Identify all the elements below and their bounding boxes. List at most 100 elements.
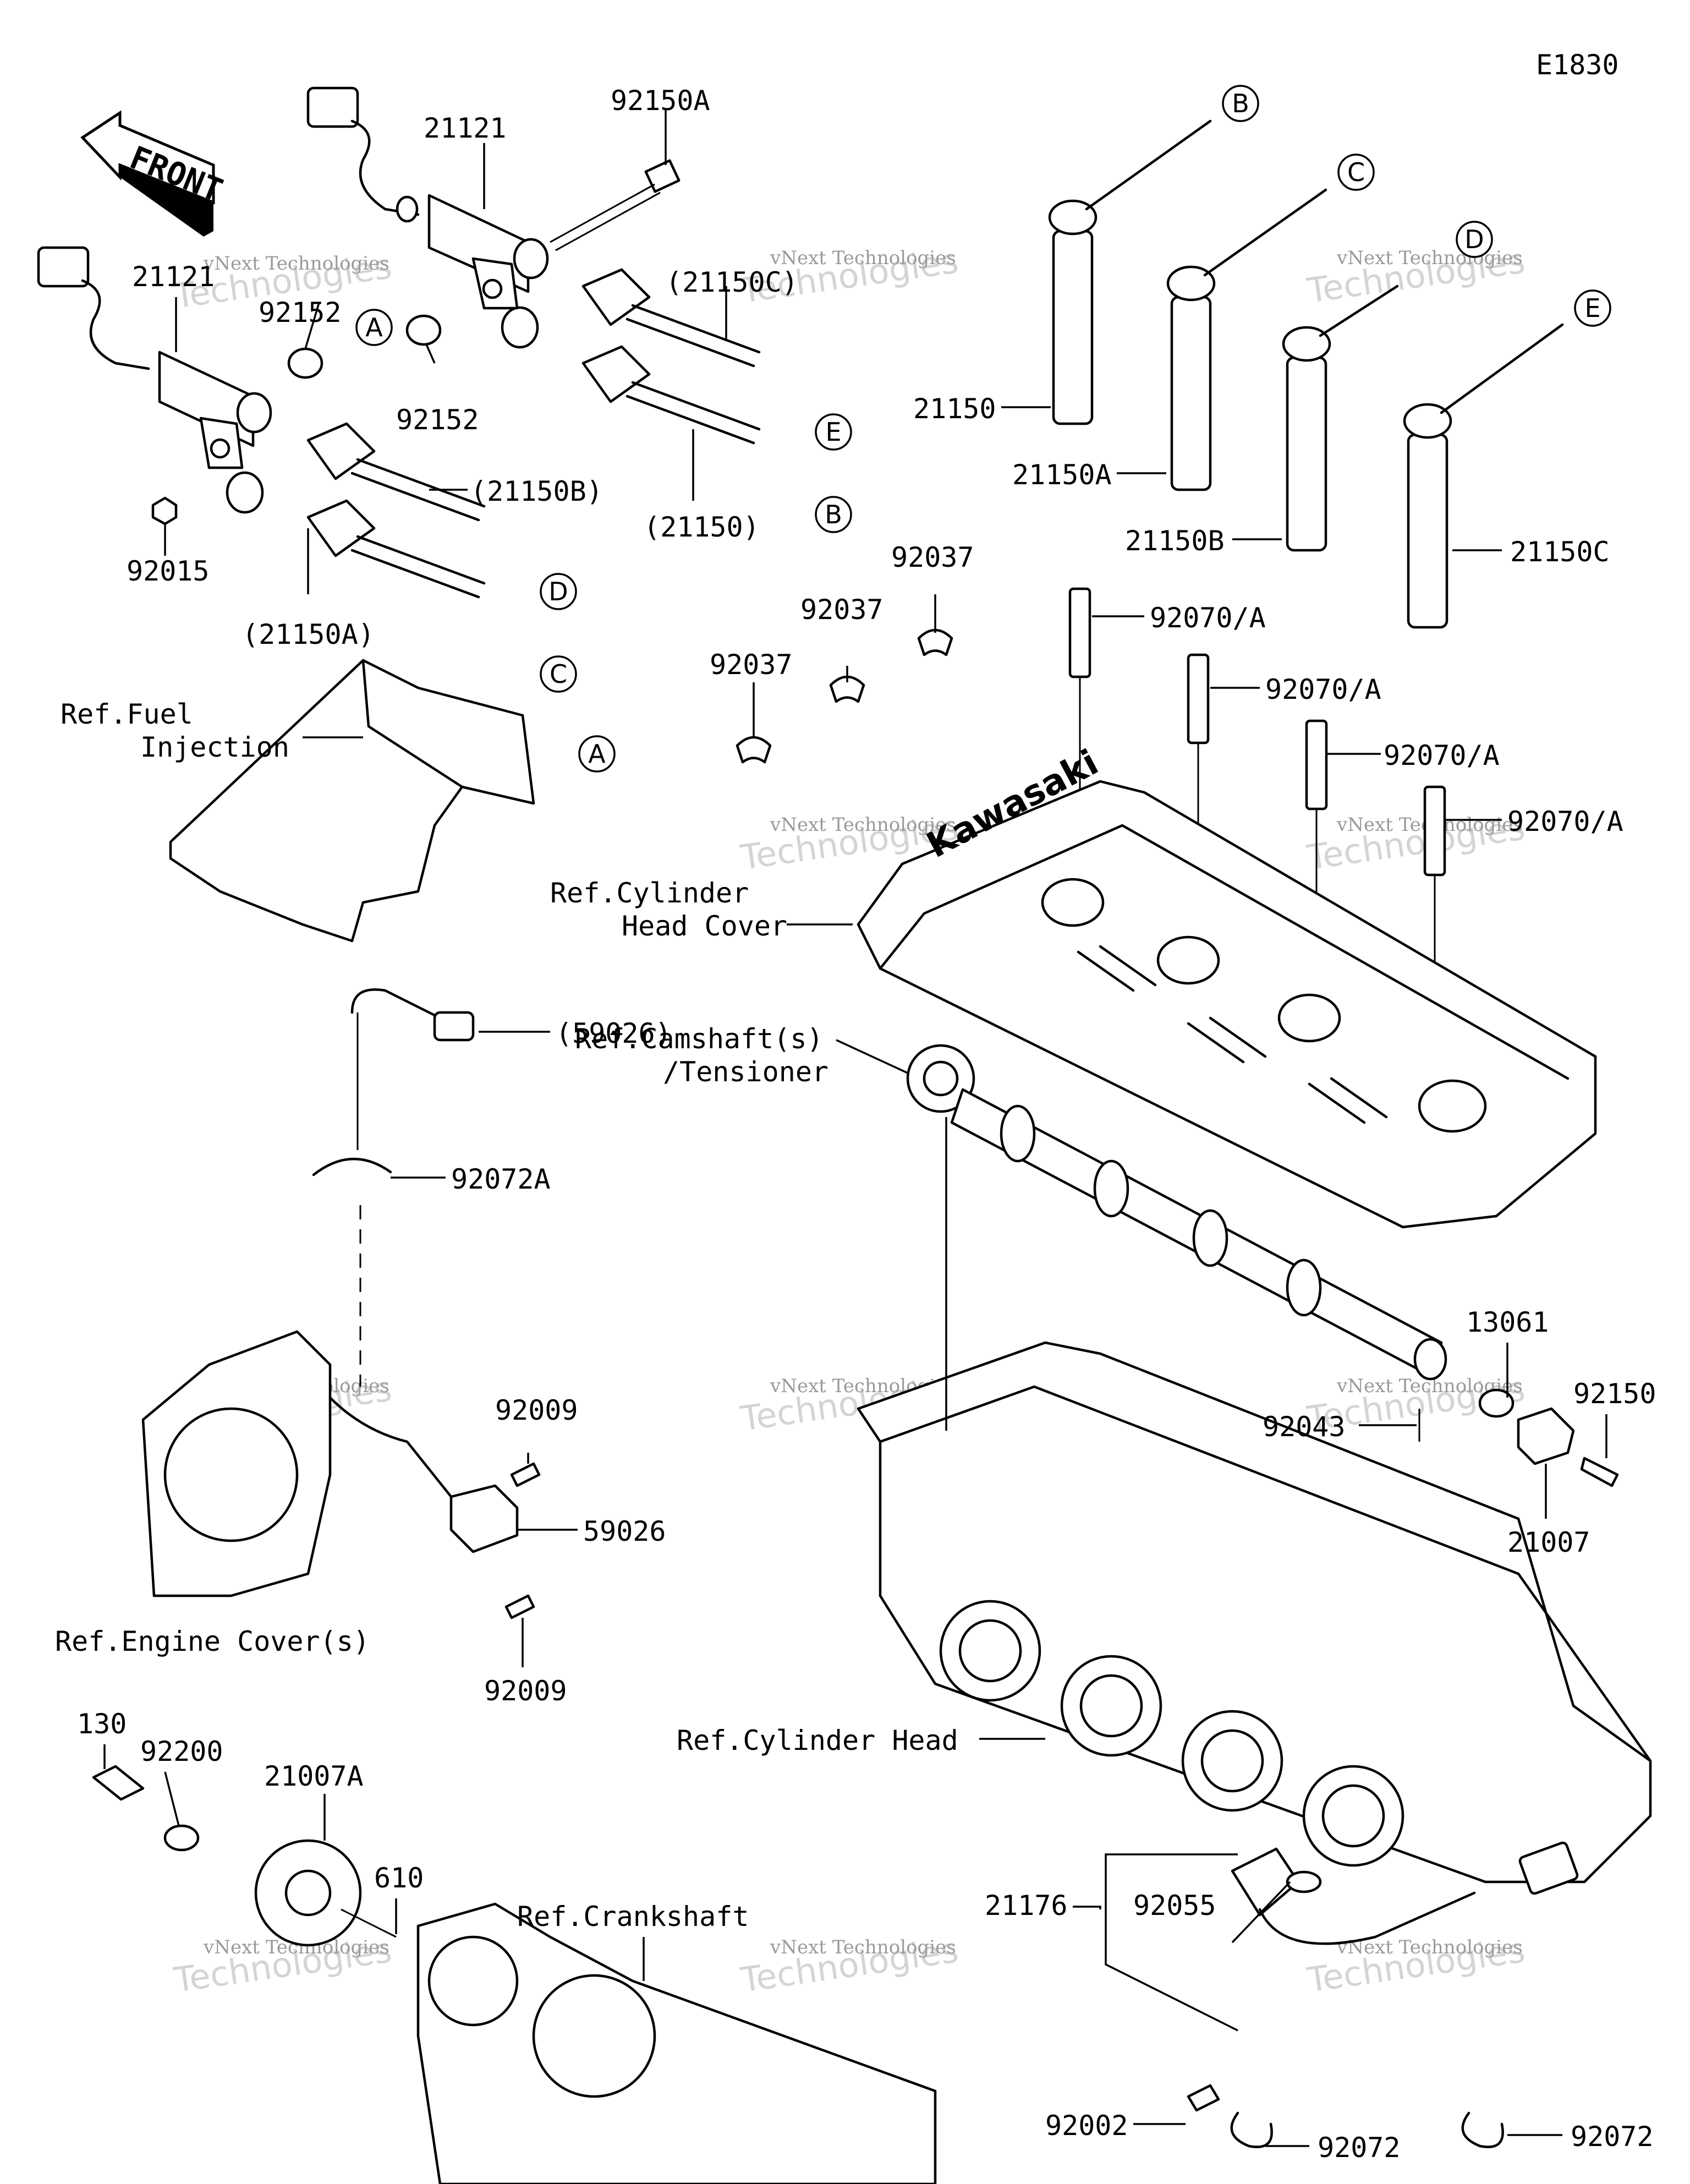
reference-labels: Ref.Fuel Injection Ref.Cylinder Head Cov…: [55, 698, 958, 1933]
plug-cap-21150b: [1282, 284, 1399, 552]
part-label-610: 610: [374, 1862, 424, 1894]
part-label-92200: 92200: [140, 1736, 223, 1767]
washer-92200: [163, 1824, 200, 1852]
part-label-21150b: 21150B: [1125, 525, 1225, 557]
part-label-92152: 92152: [396, 404, 479, 436]
sensor-21176: [1187, 1841, 1579, 2148]
callout-a: A: [355, 309, 393, 346]
svg-text:A: A: [588, 739, 606, 769]
plug-caps-upper: [581, 268, 761, 445]
ignition-coil-left: [37, 246, 272, 526]
crankshaft: [416, 1902, 937, 2184]
ignition-coil-upper: [306, 86, 549, 349]
engine-cover: [141, 1330, 332, 1597]
camshaft: [906, 1044, 1447, 1381]
plug-caps-left: [306, 422, 486, 599]
plug-cap-21150a: [1166, 188, 1327, 491]
clamp-92072: [1230, 2111, 1273, 2148]
part-label-92009: 92009: [484, 1675, 567, 1707]
cap-21007: [1517, 1407, 1575, 1465]
part-label-92072: 92072: [1571, 2121, 1654, 2153]
part-label-92037: 92037: [710, 649, 793, 681]
callout-c: C: [1337, 154, 1375, 191]
plug-cap-21150c: [1403, 323, 1564, 629]
front-arrow-icon: FRONT: [80, 110, 228, 237]
part-label-130: 130: [77, 1708, 127, 1740]
part-label-92009: 92009: [495, 1394, 578, 1426]
bolt-92150a: [550, 159, 681, 251]
svg-text:D: D: [548, 577, 568, 606]
part-label-21150a: 21150A: [1012, 459, 1112, 491]
svg-text:B: B: [1232, 89, 1249, 118]
callout-d: D: [1456, 221, 1493, 258]
bolt-92002: [1187, 2084, 1220, 2112]
callout-b: B: [1222, 85, 1259, 122]
watermark-small: vNext Technologies: [770, 814, 956, 836]
clamp-92072: [1461, 2111, 1504, 2148]
svg-text:A: A: [365, 313, 383, 342]
ref-camshaft: Ref.Camshaft(s): [575, 1023, 824, 1055]
part-label-21150b-paren: (21150B): [470, 475, 603, 507]
part-label-21007: 21007: [1507, 1526, 1590, 1558]
plug-cap-21150: [1048, 119, 1212, 425]
part-label-92072: 92072: [1318, 2132, 1401, 2164]
ref-camshaft: /Tensioner: [663, 1056, 828, 1088]
bolt-130: [92, 1765, 145, 1801]
watermark-small: vNext Technologies: [770, 247, 956, 269]
part-label-92070a: 92070/A: [1384, 740, 1500, 771]
part-label-21150c: 21150C: [1510, 536, 1610, 568]
pin-610: [341, 1908, 397, 1938]
part-label-21176: 21176: [985, 1890, 1068, 1922]
part-label-59026: 59026: [583, 1515, 666, 1547]
part-label-92015: 92015: [127, 555, 210, 587]
part-label-21121: 21121: [132, 261, 215, 293]
watermark-small: vNext Technologies: [770, 1936, 956, 1958]
engine-cover-ring: [163, 1407, 299, 1542]
watermark-small: vNext Technologies: [1336, 247, 1523, 269]
part-label-21150-paren: (21150): [644, 511, 760, 543]
o-ring-92055: [1286, 1870, 1322, 1893]
clip-92037: [736, 736, 772, 764]
nut-92015: [151, 496, 178, 526]
part-label-92055: 92055: [1133, 1890, 1216, 1922]
part-label-92152: 92152: [259, 297, 342, 329]
ref-cylinder-head-cover: Ref.Cylinder: [550, 877, 749, 909]
bolt-92009: [504, 1594, 535, 1619]
clip-92037: [917, 628, 953, 656]
part-label-92037: 92037: [891, 541, 974, 573]
pickup-cable: [312, 988, 475, 1387]
svg-text:E: E: [1584, 293, 1600, 323]
svg-text:E: E: [825, 417, 841, 447]
rotor-13061: [1478, 1388, 1515, 1418]
callout-e: E: [1574, 289, 1611, 327]
ref-fuel-injection: Ref.Fuel: [61, 698, 193, 730]
bolt-92009: [510, 1462, 541, 1487]
part-label-92070a: 92070/A: [1150, 602, 1266, 634]
svg-text:C: C: [550, 659, 567, 689]
spacer-92152: [287, 347, 323, 379]
watermark-small: vNext Technologies: [203, 253, 389, 275]
part-label-92150a: 92150A: [611, 85, 710, 117]
part-label-92037: 92037: [800, 594, 884, 626]
ref-fuel-injection: Injection: [140, 731, 289, 763]
ref-cylinder-head: Ref.Cylinder Head: [677, 1725, 958, 1756]
part-labels: 92150A 21121 21121 92152 92152 (21150C) …: [77, 85, 1656, 2164]
callout-b: B: [815, 496, 852, 533]
callout-c: C: [540, 655, 577, 693]
callout-e: E: [815, 413, 852, 451]
part-label-21150a-paren: (21150A): [242, 618, 375, 650]
ref-crankshaft: Ref.Crankshaft: [517, 1901, 749, 1933]
callout-a: A: [578, 735, 616, 773]
pickup-59026: [449, 1484, 519, 1553]
part-label-92150: 92150: [1573, 1378, 1656, 1410]
watermark-small: vNext Technologies: [1336, 1936, 1523, 1958]
leader-lines: [103, 110, 1607, 2147]
part-label-21150: 21150: [913, 393, 996, 425]
cylinder-head: [857, 1341, 1652, 1884]
part-label-92072a: 92072A: [451, 1163, 551, 1195]
spacer-92152: [405, 314, 442, 346]
svg-text:D: D: [1464, 225, 1484, 254]
clip-92037: [829, 675, 865, 703]
part-label-21121: 21121: [424, 112, 507, 144]
